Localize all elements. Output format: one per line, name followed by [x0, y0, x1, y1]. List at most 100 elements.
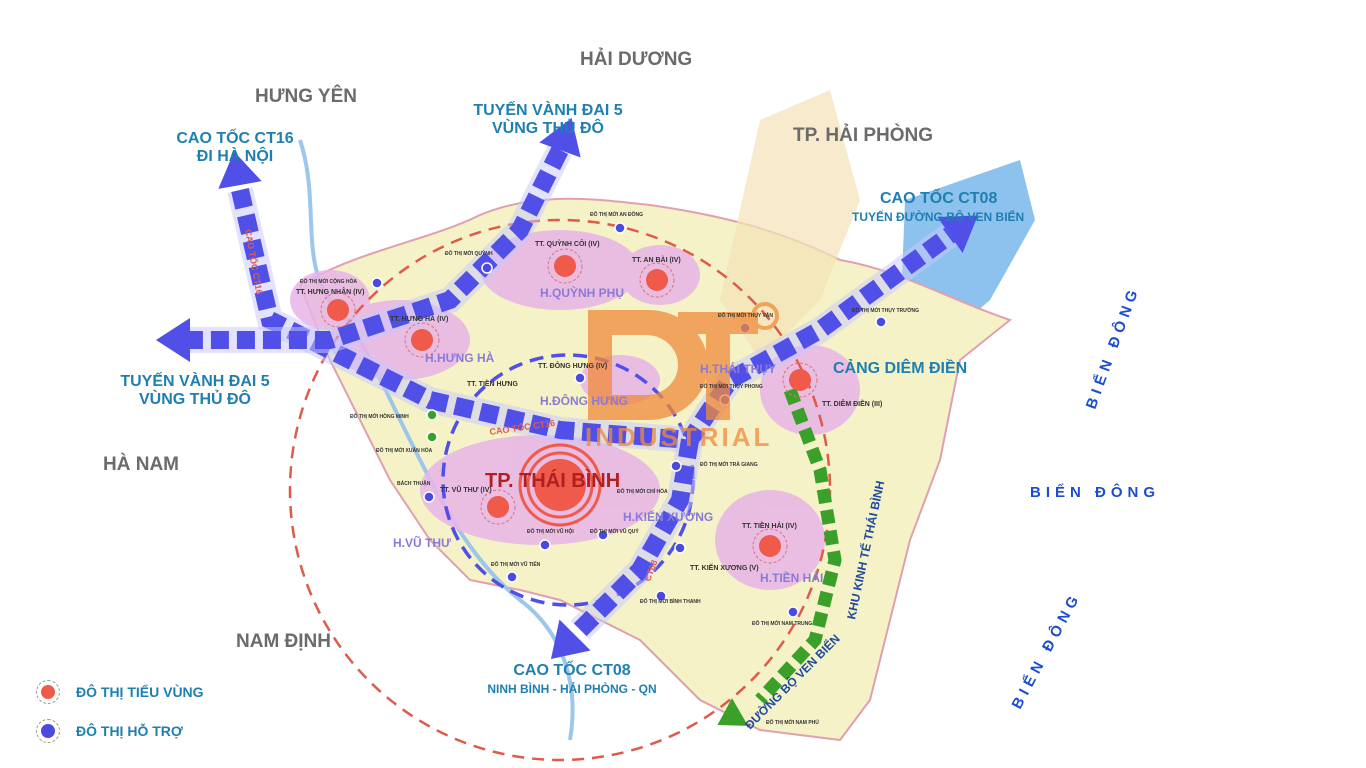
support-urban-icon	[426, 409, 438, 421]
coastal-arrow-icon	[717, 698, 748, 726]
route-label: NINH BÌNH - HẢI PHÒNG - QN	[487, 681, 656, 696]
sub-regional-urban-icon	[487, 496, 509, 518]
sub-regional-urban-icon	[554, 255, 576, 277]
primary-urban-icon	[36, 680, 60, 704]
province-label: HƯNG YÊN	[255, 85, 357, 107]
new-town-label: ĐÔ THỊ MỚI BÌNH THANH	[640, 597, 701, 605]
province-label: TP. HẢI PHÒNG	[793, 124, 933, 146]
province-label: NAM ĐỊNH	[236, 631, 331, 652]
route-label: TUYẾN ĐƯỜNG BỘ VEN BIỂN	[852, 209, 1024, 224]
route-label: VÙNG THỦ ĐÔ	[492, 118, 604, 137]
support-urban-icon	[539, 539, 551, 551]
new-town-label: ĐÔ THỊ MỚI QUỲNH	[445, 249, 493, 257]
sub-regional-urban-icon	[789, 369, 811, 391]
support-urban-icon	[426, 431, 438, 443]
support-urban-icon	[506, 571, 518, 583]
town-label: TT. HƯNG HÀ (IV)	[390, 314, 448, 323]
town-label: TT. VŨ THƯ (IV)	[440, 485, 492, 494]
route-label: CAO TỐC CT08	[513, 659, 630, 679]
sea-label: BIỂN ĐÔNG	[1030, 483, 1160, 501]
urban-ring-icon	[639, 262, 675, 298]
sub-regional-urban-icon	[759, 535, 781, 557]
legend-primary-label: ĐÔ THỊ TIỂU VÙNG	[76, 684, 204, 700]
support-urban-icon	[614, 222, 626, 234]
province-label: HẢI DƯƠNG	[580, 48, 692, 70]
district-label: H.TIỀN HẢI	[760, 570, 823, 585]
district-label: H.HƯNG HÀ	[425, 350, 495, 365]
town-label: TT. KIẾN XƯƠNG (V)	[690, 562, 759, 572]
arrow-head-icon	[550, 619, 591, 660]
new-town-label: ĐÔ THỊ MỚI VŨ QUÝ	[590, 527, 639, 535]
support-urban-icon	[597, 529, 609, 541]
sub-regional-urban-icon	[411, 329, 433, 351]
route-label: CAO TỐC CT08	[880, 187, 997, 207]
arrow-head-icon	[156, 318, 190, 362]
town-label: TT. QUỲNH CÔI (IV)	[535, 239, 600, 248]
urban-ring-icon	[547, 248, 583, 284]
watermark-logo: INDUSTRIAL	[585, 302, 779, 452]
support-urban-icon	[875, 316, 887, 328]
town-label: TT. HƯNG NHÂN (IV)	[296, 287, 364, 296]
route-label: CẢNG DIÊM ĐIỀN	[833, 358, 967, 377]
new-town-label: BÁCH THUẬN	[397, 480, 431, 487]
town-label: TT. AN BÀI (IV)	[632, 255, 681, 264]
sub-regional-urban-icon	[327, 299, 349, 321]
town-label: TT. TIỀN HẢI (IV)	[742, 520, 797, 530]
support-urban-icon	[670, 460, 682, 472]
city-ring-icon	[526, 451, 594, 519]
route-label: TUYẾN VÀNH ĐAI 5	[120, 371, 269, 390]
arrow-head-icon	[218, 151, 262, 189]
new-town-label: ĐÔ THỊ MỚI THỤY PHONG	[700, 382, 763, 390]
legend-support: ĐÔ THỊ HỖ TRỢ	[36, 719, 183, 743]
watermark-text: INDUSTRIAL	[585, 422, 772, 452]
urban-ring-icon	[404, 322, 440, 358]
outer-ring	[288, 218, 832, 762]
arrow-head-icon	[539, 118, 581, 158]
new-town-label: ĐÔ THỊ MỚI XUÂN HÒA	[376, 446, 433, 454]
district-label: H.THÁI THỤY	[700, 361, 776, 376]
new-town-label: ĐÔ THỊ MỚI THỤY TRƯỜNG	[852, 306, 919, 314]
new-town-label: ĐÔ THỊ MỚI THỤY VÂN	[718, 311, 773, 319]
district-label: H.ĐÔNG HƯNG	[540, 393, 628, 408]
markers	[320, 222, 887, 618]
route-label: ĐI HÀ NỘI	[197, 146, 273, 165]
city-center-icon	[534, 459, 586, 511]
ct08-south-road	[573, 438, 699, 637]
district-label: H.VŨ THƯ	[393, 535, 451, 550]
district-label: H.KIẾN XƯƠNG	[623, 509, 713, 524]
support-urban-icon	[674, 542, 686, 554]
support-urban-icon	[36, 719, 60, 743]
province-label: HÀ NAM	[103, 453, 179, 475]
arrow-head-icon	[937, 215, 978, 254]
sub-regional-urban-icon	[646, 269, 668, 291]
coastal-road	[755, 387, 842, 705]
town-label: TT. TIỀN HƯNG	[467, 378, 518, 388]
new-town-label: ĐÔ THỊ MỚI CỘNG HÒA	[300, 277, 357, 285]
ring5-west-road	[190, 145, 569, 349]
route-label: TUYẾN VÀNH ĐAI 5	[473, 100, 622, 119]
town-label: TT. DIÊM ĐIỀN (III)	[822, 398, 882, 408]
district-label: H.QUỲNH PHỤ	[540, 285, 624, 300]
city-ring-icon	[518, 443, 602, 527]
support-urban-icon	[371, 277, 383, 289]
city-label: TP. THÁI BÌNH	[485, 469, 620, 492]
urban-ring-icon	[752, 528, 788, 564]
support-urban-icon	[481, 262, 493, 274]
new-town-label: ĐÔ THỊ MỚI VŨ HỘI	[527, 527, 574, 535]
new-town-label: ĐÔ THỊ MỚI VŨ TIẾN	[491, 560, 541, 568]
support-urban-icon	[574, 372, 586, 384]
new-town-label: ĐÔ THỊ MỚI NAM TRUNG	[752, 619, 812, 627]
urban-ring-icon	[320, 292, 356, 328]
new-town-label: ĐÔ THỊ MỚI TRÀ GIANG	[700, 460, 758, 468]
support-urban-icon	[423, 491, 435, 503]
new-town-label: ĐÔ THỊ MỚI HỒNG MINH	[350, 412, 409, 420]
route-label: CAO TỐC CT16	[176, 127, 293, 147]
urban-ring-icon	[782, 362, 818, 398]
new-town-label: ĐÔ THỊ MỚI CHÍ HÒA	[617, 487, 668, 495]
support-urban-icon	[787, 606, 799, 618]
new-town-label: ĐÔ THỊ MỚI NAM PHÚ	[766, 718, 819, 726]
roads	[156, 118, 978, 726]
legend-support-label: ĐÔ THỊ HỖ TRỢ	[76, 723, 183, 739]
route-label: VÙNG THỦ ĐÔ	[139, 389, 251, 408]
